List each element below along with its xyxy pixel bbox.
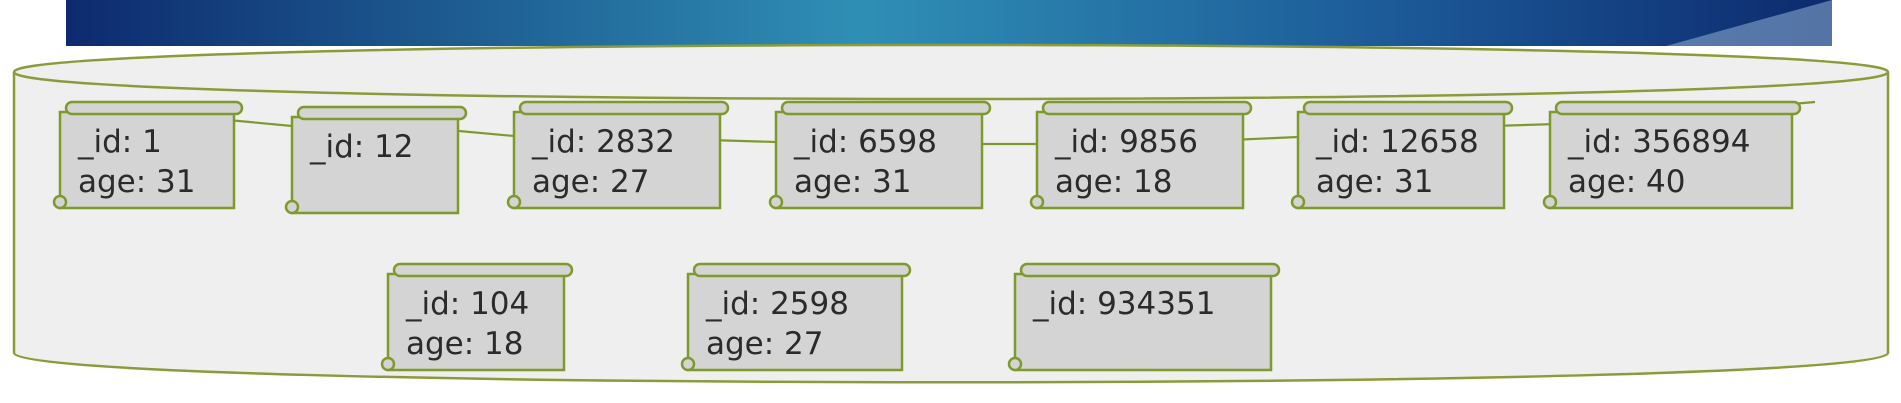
document-id: _id: 104 xyxy=(406,286,530,322)
document-id: _id: 1 xyxy=(78,124,162,160)
document-card: _id: 2598 age: 27 xyxy=(680,262,912,372)
document-age: age: 31 xyxy=(1316,164,1434,200)
document-card: _id: 6598 age: 31 xyxy=(768,100,992,210)
document-card: _id: 934351 xyxy=(1007,262,1281,372)
document-age: age: 40 xyxy=(1568,164,1686,200)
document-id: _id: 2832 xyxy=(532,124,675,160)
document-card: _id: 12 xyxy=(284,105,468,215)
document-id: _id: 12658 xyxy=(1316,124,1479,160)
document-card: _id: 356894 age: 40 xyxy=(1542,100,1802,210)
scroll-shape xyxy=(380,262,574,372)
scroll-shape xyxy=(1290,100,1514,210)
scroll-shape xyxy=(52,100,244,210)
scroll-shape xyxy=(768,100,992,210)
document-age: age: 27 xyxy=(706,326,824,362)
document-card: _id: 2832 age: 27 xyxy=(506,100,730,210)
document-age: age: 31 xyxy=(794,164,912,200)
document-age: age: 18 xyxy=(406,326,524,362)
document-id: _id: 6598 xyxy=(794,124,937,160)
document-id: _id: 356894 xyxy=(1568,124,1751,160)
document-id: _id: 12 xyxy=(310,129,414,165)
document-id: _id: 934351 xyxy=(1033,286,1216,322)
scroll-shape xyxy=(1029,100,1253,210)
document-age: age: 18 xyxy=(1055,164,1173,200)
document-age: age: 27 xyxy=(532,164,650,200)
scroll-shape xyxy=(1007,262,1281,372)
scroll-shape xyxy=(506,100,730,210)
document-id: _id: 9856 xyxy=(1055,124,1198,160)
title-banner xyxy=(66,0,1832,46)
scroll-shape xyxy=(284,105,468,215)
document-card: _id: 1 age: 31 xyxy=(52,100,244,210)
scroll-shape xyxy=(680,262,912,372)
document-card: _id: 104 age: 18 xyxy=(380,262,574,372)
document-id: _id: 2598 xyxy=(706,286,849,322)
document-age: age: 31 xyxy=(78,164,196,200)
scroll-shape xyxy=(1542,100,1802,210)
document-card: _id: 12658 age: 31 xyxy=(1290,100,1514,210)
document-card: _id: 9856 age: 18 xyxy=(1029,100,1253,210)
